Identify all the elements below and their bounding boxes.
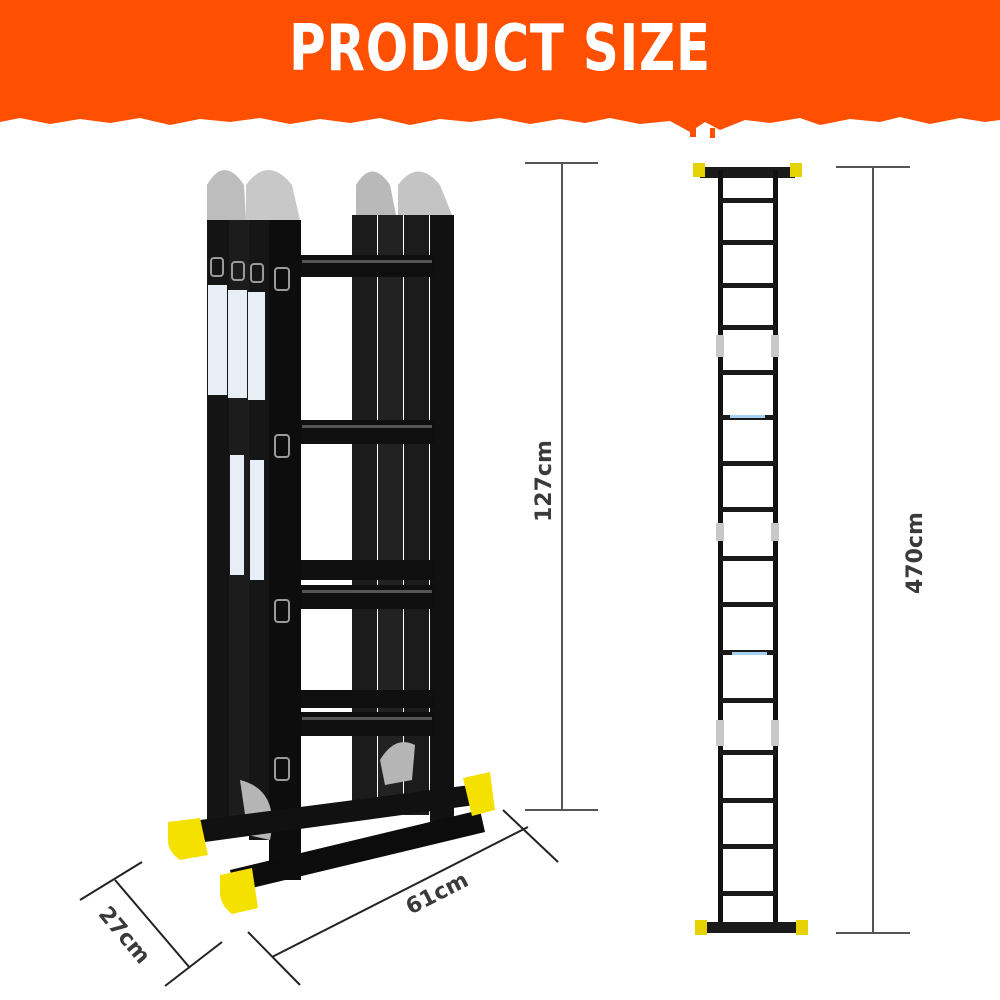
header-banner — [0, 0, 1000, 112]
height-dimension-label: 127cm — [532, 440, 557, 522]
length-dimension-label: 470cm — [903, 512, 928, 594]
page-title: PRODUCT SIZE — [289, 12, 711, 86]
banner-torn-edge — [0, 100, 1000, 138]
